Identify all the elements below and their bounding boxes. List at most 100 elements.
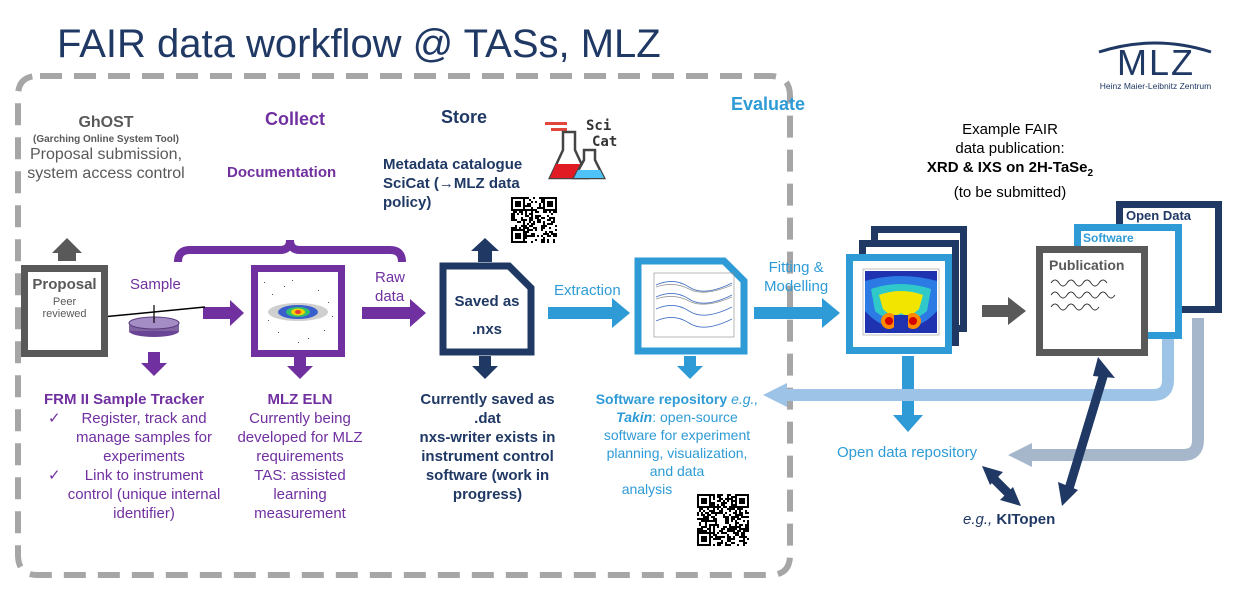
open-repo-label: Open data repository (837, 444, 978, 461)
store-title: Store (441, 107, 488, 127)
software-repo-line-3: planning, visualization, (606, 445, 748, 461)
saved-line-1: Saved as (454, 293, 520, 310)
fitting-line-2: Modelling (764, 278, 829, 295)
ghost-subtitle: (Garching Online System Tool) (33, 134, 179, 145)
eln-line-6: measurement (254, 505, 346, 522)
catalogue-line-3: policy) (383, 194, 432, 211)
scatter-plot-icon (258, 272, 338, 350)
handwriting-scribble (1050, 279, 1116, 311)
example-subscript: 2 (1087, 168, 1094, 179)
currently-saved-line-1: Currently saved as (420, 391, 555, 408)
tracker-item-1: ✓ Register, track and manage samples for… (40, 409, 230, 466)
qr-code-scicat[interactable] (511, 197, 557, 243)
scicat-logo-line-1: Sci (586, 118, 612, 134)
example-line-4: (to be submitted) (953, 184, 1067, 201)
ghost-block: GhOST (Garching Online System Tool) Prop… (20, 114, 192, 183)
software-repo-line-1: : open-source (652, 409, 738, 425)
collect-title: Collect (265, 109, 326, 129)
ghost-desc-1: Proposal submission, (29, 146, 183, 163)
eln-line-5: learning (273, 486, 327, 503)
catalogue-block: Metadata catalogue SciCat (→MLZ data pol… (383, 155, 522, 212)
raw-data-label: Raw data (375, 268, 405, 306)
check-icon: ✓ (48, 410, 61, 427)
software-repo-title: Software repository (595, 391, 728, 407)
example-line-3: XRD & IXS on 2H-TaSe2 (900, 158, 1120, 183)
sample-label: Sample (130, 276, 181, 293)
software-label: Software (1083, 231, 1134, 245)
saved-nxs-doc (439, 262, 535, 356)
ghost-title: GhOST (78, 114, 134, 131)
fitting-line-1: Fitting & (768, 259, 824, 276)
tracker-item-2: ✓ Link to instrument control (unique int… (40, 466, 230, 523)
publication-label: Publication (1049, 257, 1125, 273)
extraction-label: Extraction (554, 282, 621, 299)
software-repo-line-5: analysis (621, 481, 673, 497)
arrow-sample-eln (203, 300, 244, 326)
example-line-2: data publication: (955, 140, 1065, 157)
example-line-1: Example FAIR (962, 121, 1058, 138)
logo-arc (1098, 41, 1212, 54)
example-block: Example FAIR data publication: XRD & IXS… (900, 120, 1120, 202)
arrow-fitting (754, 298, 840, 328)
arrow-to-publication (982, 297, 1026, 325)
catalogue-line-1: Metadata catalogue (383, 156, 523, 173)
scicat-logo-line-2: Cat (592, 134, 618, 150)
sample-tracker-block: FRM II Sample Tracker ✓ Register, track … (40, 390, 230, 523)
return-arrow-opendata (1030, 318, 1204, 461)
kitopen-label: e.g., KITopen (963, 511, 1055, 528)
kitopen-name: KITopen (996, 511, 1056, 528)
raw-data-line-2: data (375, 288, 405, 305)
publication-card: Publication (1036, 246, 1148, 356)
currently-saved-line-2: .dat (474, 410, 501, 427)
proposal-line-2: reviewed (42, 308, 87, 320)
tracker-item-1-line-2: manage samples for (76, 429, 212, 446)
saved-nxs-text: Saved as .nxs (443, 288, 531, 344)
logo-subtitle: Heinz Maier-Leibnitz Zentrum (1099, 81, 1212, 91)
fitting-label: Fitting & Modelling (764, 258, 828, 296)
heatmap-icon (862, 268, 940, 336)
ghost-desc-2: system access control (27, 165, 185, 182)
check-icon: ✓ (48, 467, 61, 484)
software-plot-doc (634, 257, 748, 355)
arrow-extraction (548, 298, 630, 328)
currently-saved-line-5: software (work in (425, 467, 550, 484)
collect-brace (174, 239, 406, 263)
proposal-line-1: Peer (52, 296, 77, 308)
proposal-card: Proposal Peer reviewed (21, 265, 108, 357)
eln-line-2: developed for MLZ (237, 429, 363, 446)
dashed-frame (15, 73, 793, 578)
down-arrow-software (677, 356, 703, 379)
up-arrow-scicat (471, 238, 499, 262)
currently-saved-block: Currently saved as .dat nxs-writer exist… (400, 390, 575, 504)
tracker-item-1-line-1: Register, track and (81, 410, 207, 427)
tracker-item-1-line-3: experiments (103, 448, 185, 465)
scicat-logo-text: Sci Cat (586, 118, 617, 150)
eln-line-3: requirements (256, 448, 344, 465)
raw-data-line-1: Raw (375, 269, 406, 286)
open-data-label: Open Data (1126, 208, 1192, 223)
saved-line-2: .nxs (471, 321, 502, 338)
mlz-logo: MLZ Heinz Maier-Leibnitz Zentrum (1093, 38, 1218, 94)
down-arrow-store (472, 356, 498, 379)
currently-saved-line-3: nxs-writer exists in (419, 429, 556, 446)
takin-name: Takin (616, 409, 653, 425)
example-line-3-text: XRD & IXS on 2H-TaSe (926, 159, 1088, 176)
tracker-item-2-line-2: control (unique internal (67, 486, 221, 503)
up-arrow-ghost (52, 238, 82, 261)
scicat-flask-icon (545, 122, 607, 180)
heatmap-card-front (846, 254, 952, 354)
eln-line-4: TAS: assisted (254, 467, 346, 484)
qr-code-software[interactable] (697, 494, 749, 546)
tracker-item-2-line-1: Link to instrument (84, 467, 204, 484)
kitopen-eg: e.g., (963, 511, 997, 528)
page-title: FAIR data workflow @ TASs, MLZ (57, 22, 661, 66)
logo-letters: MLZ (1117, 42, 1195, 83)
documentation-label: Documentation (227, 164, 337, 181)
software-repo-line-4: and data (649, 463, 705, 479)
return-arrow-software (785, 335, 1174, 401)
catalogue-line-2: SciCat (→MLZ data (383, 175, 520, 192)
proposal-title: Proposal (32, 276, 97, 293)
eln-title: MLZ ELN (267, 391, 333, 408)
tracker-item-2-line-3: identifier) (113, 505, 175, 522)
currently-saved-line-6: progress) (452, 486, 523, 503)
